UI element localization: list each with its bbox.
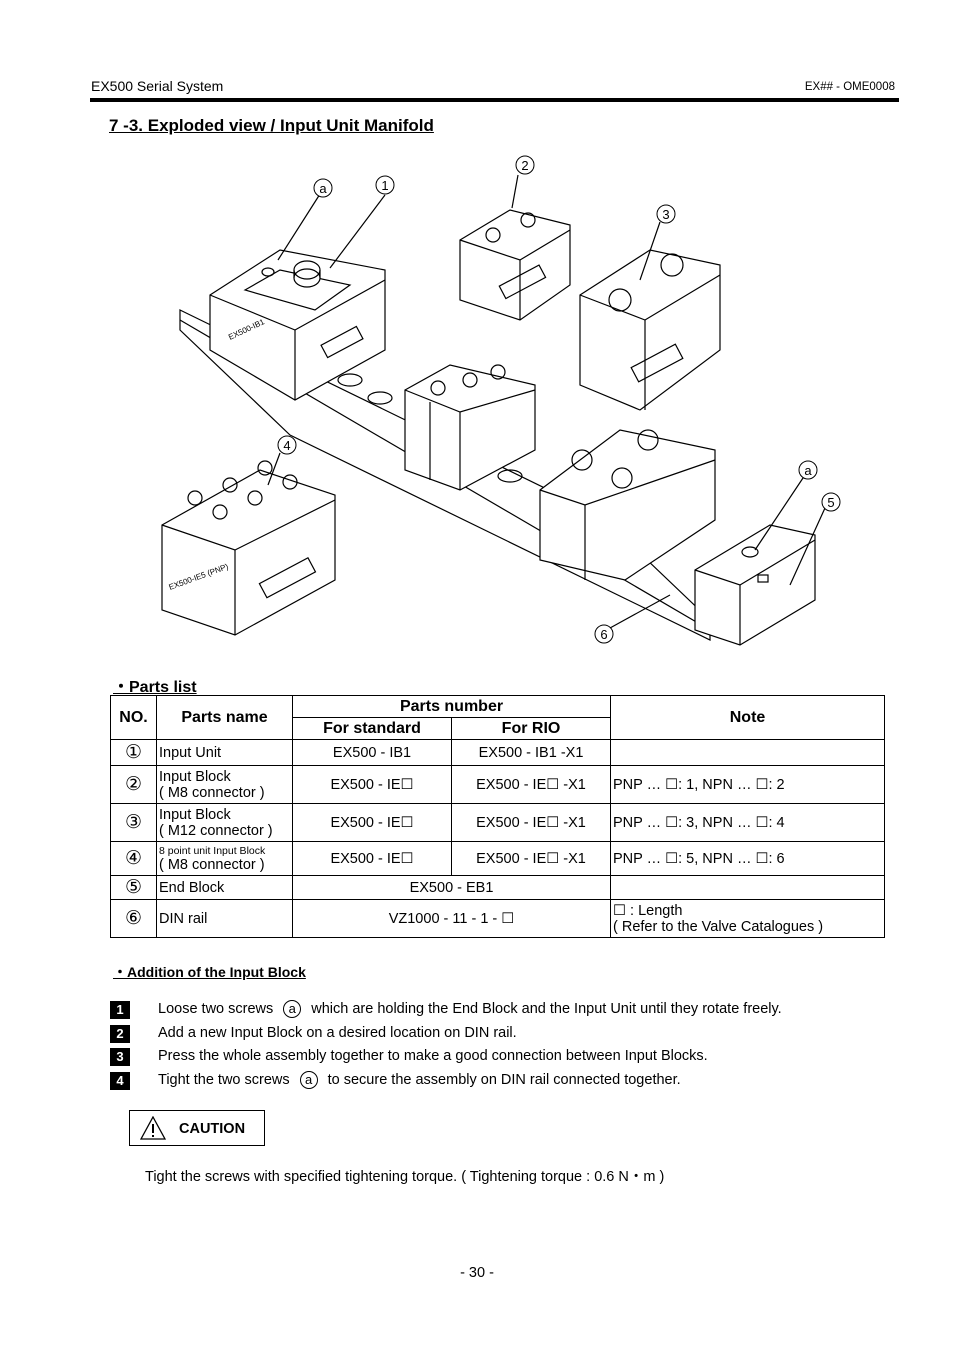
header-right: EX## - OME0008 — [804, 81, 895, 93]
table-row: ⑥ DIN rail VZ1000 - 11 - 1 - ☐ ☐ : Lengt… — [110, 899, 886, 938]
row-no: ⑥ — [110, 899, 157, 938]
callout-3: 3 — [662, 207, 669, 222]
section-title: 7 -3. Exploded view / Input Unit Manifol… — [109, 116, 434, 135]
row-note-cell: ☐ : Length( Refer to the Valve Catalogue… — [610, 899, 886, 938]
step-text: Loose two screws a which are holding the E… — [158, 1000, 782, 1019]
row-no: ④ — [110, 841, 157, 876]
row-std: EX500 - IE☐ — [292, 765, 452, 804]
row-no: ② — [110, 765, 157, 804]
row-note — [610, 875, 886, 900]
row-rio: EX500 - IE☐ -X1 — [450, 765, 612, 804]
row-note: ☐ : Length — [613, 902, 683, 919]
parts-table: NO. Parts name Parts number Note For sta… — [110, 695, 886, 938]
col-note: Note — [610, 695, 886, 740]
table-row: ④ 8 point unit Input Block( M8 connector… — [110, 841, 886, 876]
step-text-post: to secure the assembly on DIN rail conne… — [327, 1071, 681, 1088]
row-number: EX500 - EB1 — [291, 875, 612, 900]
row-no: ① — [110, 739, 157, 766]
caution-label: CAUTION — [179, 1121, 246, 1137]
exploded-view-figure: EX500-IB1 — [161, 155, 841, 646]
row-name-small: 8 point unit Input Block — [159, 844, 266, 857]
table-row: ① Input Unit EX500 - IB1 EX500 - IB1 -X1 — [110, 739, 886, 766]
row-std: EX500 - IB1 — [292, 739, 452, 766]
input-unit-drawing: EX500-IB1 — [209, 249, 386, 401]
warning-icon — [140, 1116, 166, 1140]
row-note: PNP … ☐: 5, NPN … ☐: 6 — [610, 841, 886, 876]
row-name-cell: Input Block( M12 connector ) — [156, 803, 293, 842]
step-text: Tight the two screws a to secure the assem… — [158, 1070, 681, 1089]
screw-mark: a — [283, 1000, 302, 1019]
mounted-input-blocks-drawing — [404, 364, 536, 491]
callout-a-right: a — [804, 463, 812, 478]
step-text-pre: Tight the two screws — [158, 1071, 290, 1088]
row-note — [610, 739, 886, 766]
callout-5: 5 — [827, 495, 834, 510]
row-rio: EX500 - IB1 -X1 — [450, 739, 612, 766]
row-note-sub: ( Refer to the Valve Catalogues ) — [613, 918, 824, 935]
row-name: Input Block — [159, 806, 231, 823]
table-row: ② Input Block( M8 connector ) EX500 - IE… — [110, 765, 886, 804]
row-name: DIN rail — [156, 899, 293, 938]
callout-1: 1 — [381, 178, 388, 193]
step-number: 1 — [110, 1001, 130, 1019]
row-name-sub: ( M8 connector ) — [159, 784, 265, 801]
row-note: PNP … ☐: 3, NPN … ☐: 4 — [610, 803, 886, 842]
page-number: - 30 - — [460, 1265, 494, 1281]
row-rio: EX500 - IE☐ -X1 — [450, 841, 612, 876]
step-text-pre: Loose two screws — [158, 1001, 274, 1017]
right-input-blocks-drawing — [539, 429, 716, 581]
step-text-post: which are holding the End Block and the … — [311, 1001, 782, 1017]
col-standard: For standard — [292, 717, 452, 740]
row-std: EX500 - IE☐ — [292, 803, 452, 842]
callout-2: 2 — [521, 158, 528, 173]
row-no: ③ — [110, 803, 157, 842]
addition-heading: ・Addition of the Input Block — [113, 964, 306, 980]
callout-6: 6 — [600, 627, 607, 642]
row-name: Input Block — [159, 768, 231, 785]
step-number: 3 — [110, 1048, 130, 1066]
caution-box: CAUTION — [129, 1110, 265, 1146]
col-name: Parts name — [156, 695, 293, 740]
row-name: Input Unit — [156, 739, 293, 766]
table-row: ③ Input Block( M12 connector ) EX500 - I… — [110, 803, 886, 842]
row-name-cell: Input Block( M8 connector ) — [156, 765, 293, 804]
caution-text: Tight the screws with specified tighteni… — [145, 1169, 665, 1185]
step-text: Add a new Input Block on a desired locat… — [158, 1024, 517, 1041]
input-block-m8-drawing — [459, 209, 571, 321]
row-name: End Block — [156, 875, 293, 900]
col-rio: For RIO — [450, 717, 612, 740]
row-name-sub: ( M12 connector ) — [159, 822, 273, 839]
row-number: VZ1000 - 11 - 1 - ☐ — [291, 899, 612, 938]
row-rio: EX500 - IE☐ -X1 — [450, 803, 612, 842]
row-no: ⑤ — [110, 875, 157, 900]
row-name-sub: ( M8 connector ) — [159, 856, 265, 873]
header-left: EX500 Serial System — [91, 78, 224, 94]
step-number: 2 — [110, 1024, 130, 1043]
screw-mark: a — [299, 1070, 318, 1089]
row-name-cell: 8 point unit Input Block( M8 connector ) — [156, 841, 293, 876]
table-row: ⑤ End Block EX500 - EB1 — [110, 875, 886, 900]
end-block-drawing — [694, 524, 816, 646]
callout-4: 4 — [283, 438, 290, 453]
col-no: NO. — [110, 695, 157, 740]
row-std: EX500 - IE☐ — [292, 841, 452, 876]
row-note: PNP … ☐: 1, NPN … ☐: 2 — [610, 765, 886, 804]
callout-a-top: a — [319, 181, 327, 196]
col-number: Parts number — [291, 695, 612, 718]
parts-list-heading: ・Parts list — [113, 679, 197, 696]
step-number: 4 — [110, 1071, 130, 1090]
input-block-8pt-drawing: EX500-IE5 (PNP) — [161, 460, 336, 636]
header-rule — [90, 98, 899, 102]
step-text: Press the whole assembly together to mak… — [158, 1048, 708, 1064]
input-block-m12-drawing — [579, 249, 721, 411]
